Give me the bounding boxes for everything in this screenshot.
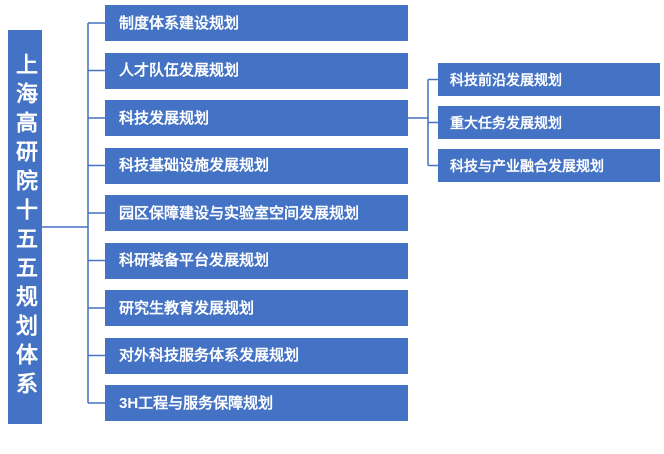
subplan-node-label: 科技与产业融合发展规划 <box>450 157 604 174</box>
plan-node-talent-team: 人才队伍发展规划 <box>105 52 408 89</box>
subplan-node-frontier-sci-tech: 科技前沿发展规划 <box>438 63 660 96</box>
plan-node-graduate-education: 研究生教育发展规划 <box>105 290 408 326</box>
plan-node-3h-engineering-service: 3H工程与服务保障规划 <box>105 385 408 421</box>
plan-node-label: 科技基础设施发展规划 <box>119 157 270 174</box>
plan-node-campus-lab-space: 园区保障建设与实验室空间发展规划 <box>105 195 408 231</box>
root-node-label: 上海高研院十五五规划体系 <box>13 53 38 401</box>
subplan-node-label: 重大任务发展规划 <box>450 114 562 131</box>
subplan-node-label: 科技前沿发展规划 <box>450 71 562 88</box>
plan-node-sci-tech-infrastructure: 科技基础设施发展规划 <box>105 147 408 184</box>
plan-node-external-sci-tech-service: 对外科技服务体系发展规划 <box>105 337 408 374</box>
plan-node-label: 人才队伍发展规划 <box>119 62 240 79</box>
plan-node-label: 制度体系建设规划 <box>119 14 240 32</box>
plan-node-label: 研究生教育发展规划 <box>119 299 255 317</box>
subplan-node-major-tasks: 重大任务发展规划 <box>438 106 660 139</box>
plan-node-label: 园区保障建设与实验室空间发展规划 <box>119 204 360 222</box>
plan-node-label: 3H工程与服务保障规划 <box>119 394 274 412</box>
plan-node-institution-system: 制度体系建设规划 <box>105 5 408 41</box>
root-node: 上海高研院十五五规划体系 <box>8 30 42 424</box>
plan-node-label: 科技发展规划 <box>119 109 210 127</box>
plan-node-research-equipment-platform: 科研装备平台发展规划 <box>105 242 408 279</box>
plan-node-label: 对外科技服务体系发展规划 <box>119 347 300 364</box>
plan-node-sci-tech-development: 科技发展规划 <box>105 100 408 136</box>
subplan-node-sci-tech-industry-integration: 科技与产业融合发展规划 <box>438 149 660 182</box>
plan-node-label: 科研装备平台发展规划 <box>119 252 270 269</box>
